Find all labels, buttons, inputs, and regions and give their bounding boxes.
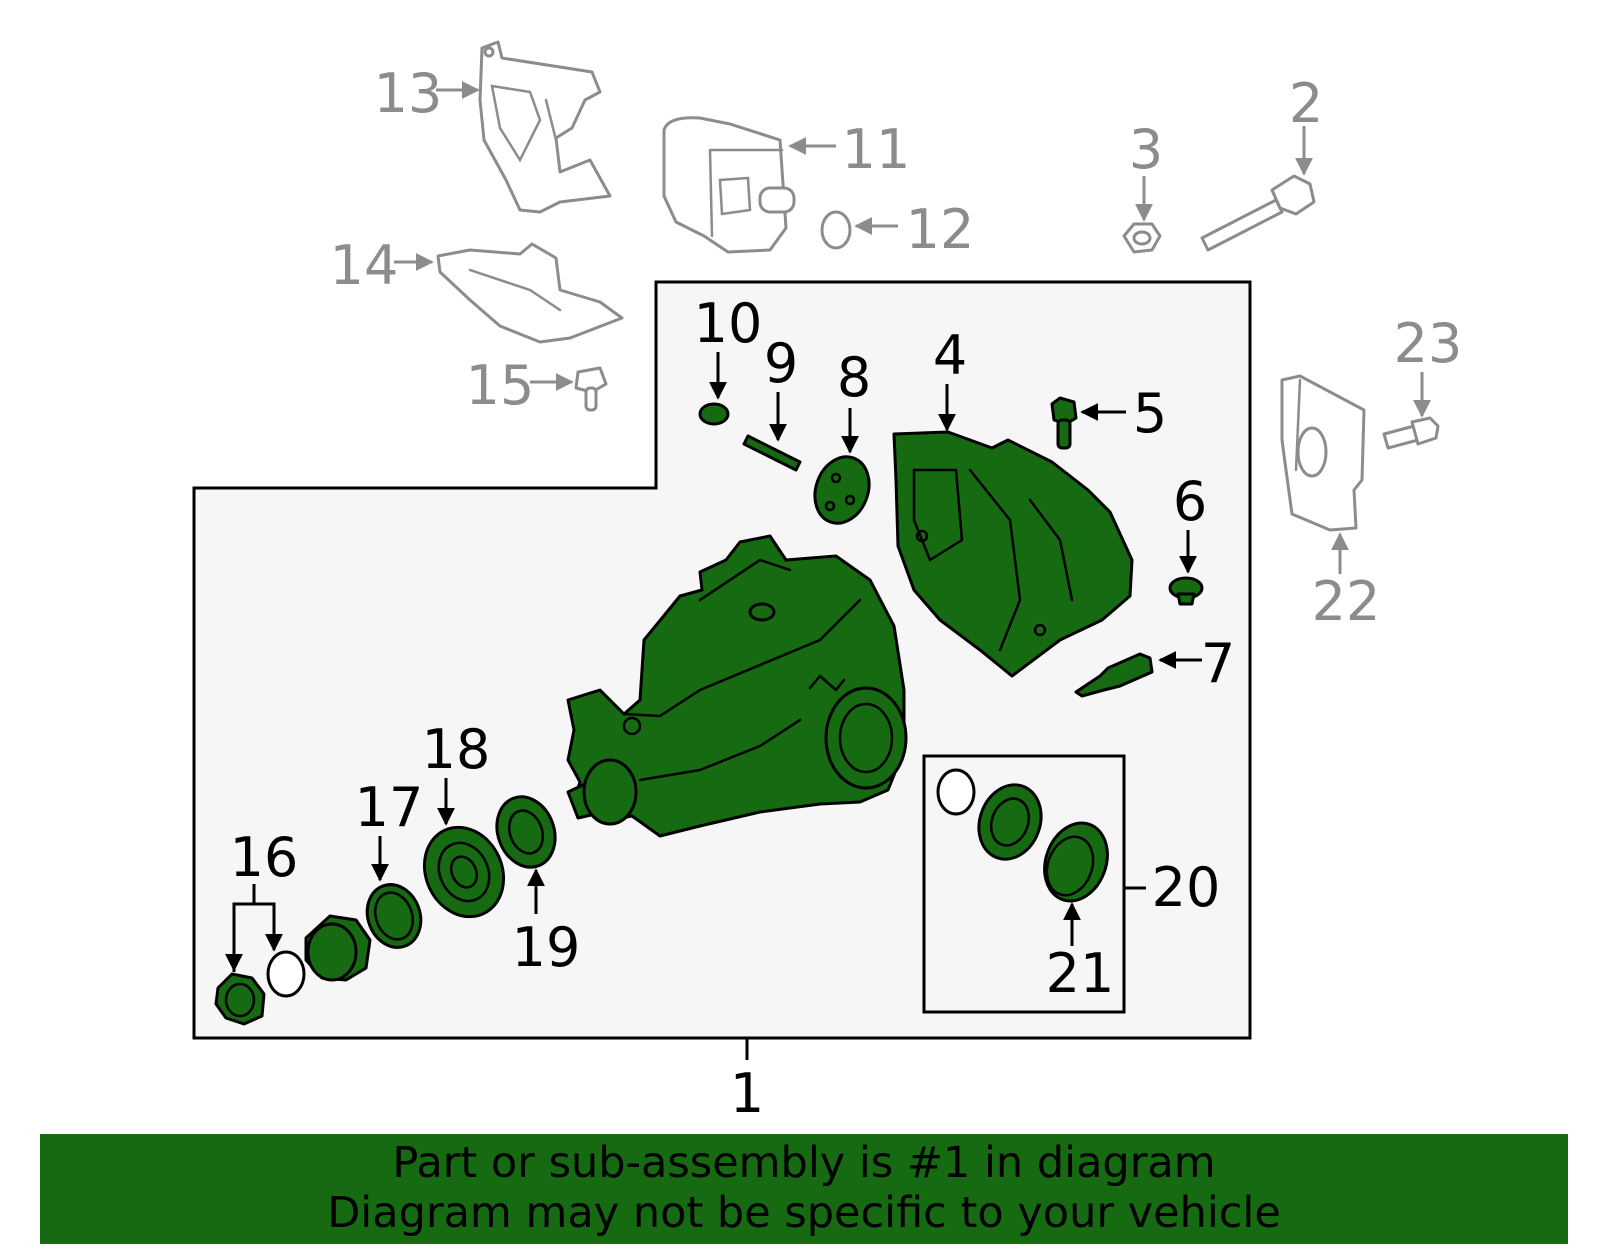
callout-7: 7: [1201, 632, 1235, 695]
callout-16: 16: [230, 826, 299, 889]
arrow-16-bracket: [232, 884, 276, 972]
part-20-kit-box: [922, 754, 1126, 1014]
part-2-bolt: [1200, 174, 1316, 252]
part-11-actuator: [662, 116, 796, 254]
part-8-flange: [813, 455, 871, 525]
callout-11: 11: [842, 118, 911, 181]
callout-13: 13: [374, 62, 443, 125]
callout-21: 21: [1046, 942, 1115, 1005]
callout-23: 23: [1394, 312, 1463, 375]
part-22-mount: [1280, 374, 1366, 532]
callout-4: 4: [933, 324, 967, 387]
callout-20: 20: [1152, 856, 1221, 919]
callout-19: 19: [512, 916, 581, 979]
callout-15: 15: [466, 354, 535, 417]
callout-5: 5: [1133, 382, 1167, 445]
part-6-plug: [1168, 576, 1204, 606]
part-21-race: [1043, 821, 1109, 903]
part-18-seal: [422, 825, 506, 919]
part-15-bolt: [574, 366, 608, 412]
part-7-sensor: [1074, 652, 1154, 698]
part-23-bolt: [1382, 416, 1440, 450]
part-20-oring: [936, 768, 976, 816]
part-14-shield: [436, 242, 624, 344]
callout-3: 3: [1129, 118, 1163, 181]
callout-12: 12: [906, 198, 975, 261]
callout-10: 10: [694, 292, 763, 355]
part-16-collar: [304, 914, 372, 982]
banner-line-2: Diagram may not be specific to your vehi…: [327, 1188, 1281, 1238]
differential-housing: [566, 534, 908, 838]
banner-line-1: Part or sub-assembly is #1 in diagram: [392, 1138, 1216, 1188]
callout-18: 18: [422, 718, 491, 781]
callout-8: 8: [837, 346, 871, 409]
callout-1: 1: [730, 1062, 764, 1125]
part-19-bearing: [495, 795, 557, 869]
callout-2: 2: [1289, 72, 1323, 135]
part-10-plug: [698, 402, 730, 426]
part-5-bolt: [1050, 396, 1078, 450]
callout-22: 22: [1312, 570, 1381, 633]
part-16-washer: [266, 950, 306, 998]
info-banner: Part or sub-assembly is #1 in diagram Di…: [40, 1134, 1568, 1244]
callout-17: 17: [355, 776, 424, 839]
part-16-nut: [214, 972, 266, 1026]
part-20-bearing: [977, 783, 1043, 861]
part-12-oring: [820, 210, 852, 250]
part-3-nut: [1122, 222, 1162, 254]
part-9-pin: [742, 434, 802, 472]
callout-9: 9: [764, 332, 798, 395]
part-17-seal: [365, 883, 423, 949]
callout-14: 14: [330, 234, 399, 297]
part-13-bracket: [478, 40, 612, 214]
callout-6: 6: [1173, 470, 1207, 533]
part-4-cover: [892, 430, 1134, 678]
